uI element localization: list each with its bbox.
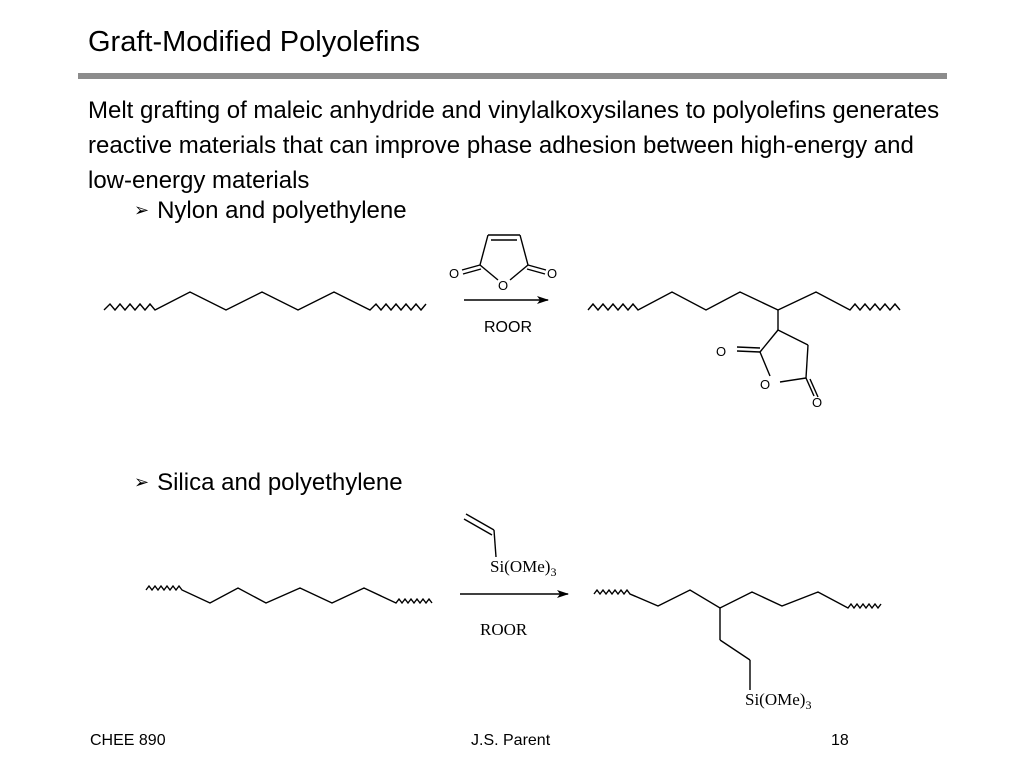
footer-author: J.S. Parent bbox=[471, 732, 551, 749]
polyethylene-chain-2 bbox=[145, 584, 433, 605]
reagent-label-roor: ROOR bbox=[484, 319, 532, 336]
bullet-nylon: ➢ Nylon and polyethylene bbox=[134, 197, 407, 225]
ring-oxygen-label: O bbox=[760, 377, 770, 392]
reaction2-labels: Si(OMe)3 ROOR Si(OMe)3 bbox=[480, 557, 811, 712]
vinyl-silane-structure bbox=[463, 513, 497, 558]
carbonyl-oxygen-label: O bbox=[716, 344, 726, 359]
arrow-bullet-icon: ➢ bbox=[134, 200, 150, 221]
grafted-chain-2 bbox=[593, 588, 882, 610]
carbonyl-oxygen-label: O bbox=[547, 266, 557, 281]
reaction2 bbox=[145, 513, 882, 690]
slide-title: Graft-Modified Polyolefins bbox=[88, 26, 421, 58]
carbonyl-oxygen-label: O bbox=[812, 395, 822, 410]
silane-label: Si(OMe)3 bbox=[490, 557, 556, 579]
footer-page-number: 18 bbox=[831, 732, 849, 749]
bullet-text: Nylon and polyethylene bbox=[157, 197, 407, 224]
carbonyl-oxygen-label: O bbox=[449, 266, 459, 281]
bullet-text: Silica and polyethylene bbox=[157, 469, 403, 496]
arrow-bullet-icon: ➢ bbox=[134, 472, 150, 493]
intro-paragraph: Melt grafting of maleic anhydride and vi… bbox=[88, 97, 940, 194]
footer-course: CHEE 890 bbox=[90, 732, 166, 749]
succinic-anhydride-structure bbox=[736, 310, 819, 398]
bullet-silica: ➢ Silica and polyethylene bbox=[134, 469, 403, 497]
reagent-label-roor: ROOR bbox=[480, 620, 528, 639]
silane-label: Si(OMe)3 bbox=[745, 690, 811, 712]
reaction1-labels: O O O ROOR O O O bbox=[449, 266, 822, 410]
silane-pendant-chain bbox=[719, 608, 751, 690]
polyethylene-chain-1 bbox=[103, 291, 427, 312]
title-divider bbox=[78, 73, 947, 79]
reaction1 bbox=[103, 234, 901, 398]
grafted-chain-1 bbox=[587, 291, 901, 312]
ring-oxygen-label: O bbox=[498, 278, 508, 293]
maleic-anhydride-structure bbox=[461, 234, 547, 281]
